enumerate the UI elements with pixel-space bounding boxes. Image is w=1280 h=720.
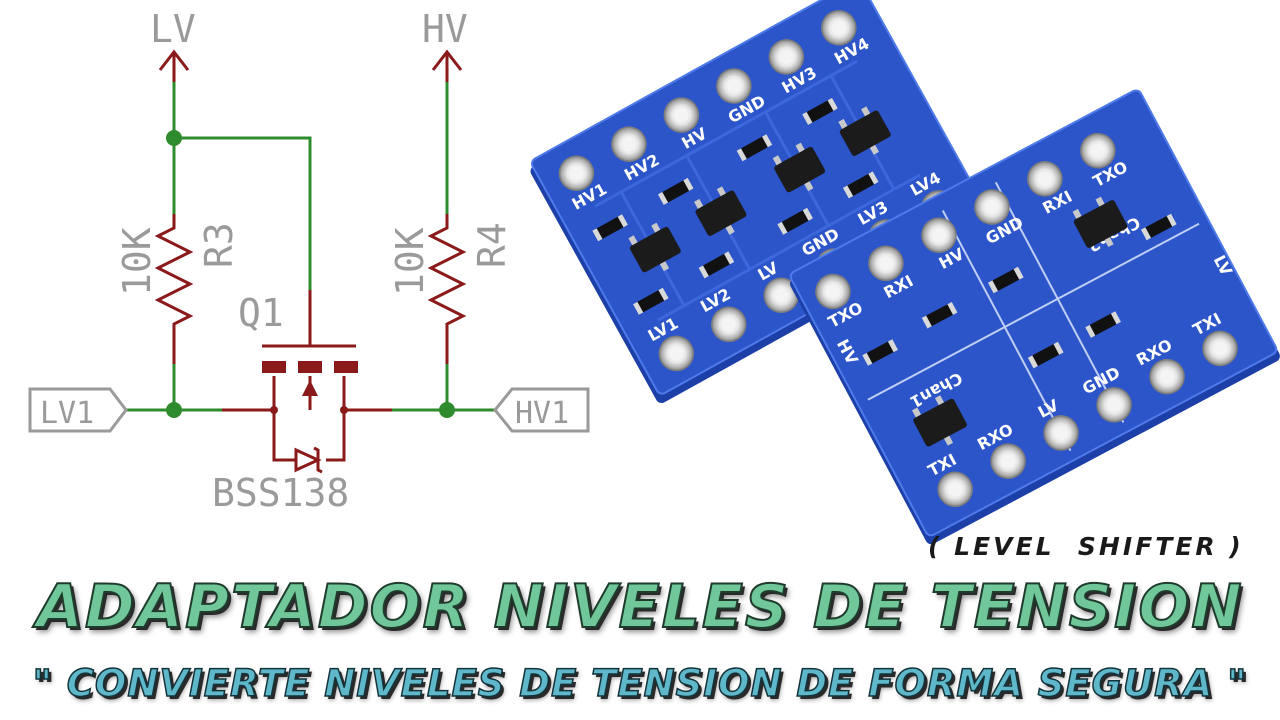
board1-top-pads [558,10,857,192]
hv-label: HV [422,7,468,51]
q1-name: Q1 [238,291,284,335]
resistor-r3 [154,214,194,364]
board2-bottom-pads [937,330,1238,508]
resistor-r4 [427,214,467,364]
level-shifter-tag: ( LEVEL SHIFTER ) [928,532,1244,561]
schematic: LV HV 10K R3 10K R [28,7,590,515]
board2-mosfets [912,196,1128,447]
port-hv1: HV1 [493,387,590,433]
board1-resistors [592,97,879,315]
lv-label: LV [150,7,196,51]
lv-arrow [158,49,190,82]
junction-dot [166,402,182,418]
r4-name: R4 [470,222,514,268]
pcb-board-2: TXO RXI HV GND RXI TXO TXI RXO LV GND RX… [789,89,1280,545]
hv-arrow [431,49,463,82]
port-hv1-label: HV1 [515,396,569,431]
junction-dot [439,402,455,418]
r4-value: 10K [388,227,432,296]
junction-dot [166,130,182,146]
r3-value: 10K [115,227,159,296]
mosfet-q1 [222,290,392,474]
subtitle: " CONVIERTE NIVELES DE TENSION DE FORMA … [32,661,1248,706]
pcb-board-1: HV1 HV2 HV GND HV3 HV4 LV1 LV2 LV GND LV… [530,0,990,404]
port-lv1: LV1 [28,387,128,433]
r3-name: R3 [197,222,241,268]
board2-top-pads [815,132,1116,310]
port-lv1-label: LV1 [40,396,94,431]
board2-resistors [862,213,1177,369]
main-title: ADAPTADOR NIVELES DE TENSION [35,571,1244,643]
board1-mosfets [628,106,891,273]
q1-part: BSS138 [212,471,349,515]
